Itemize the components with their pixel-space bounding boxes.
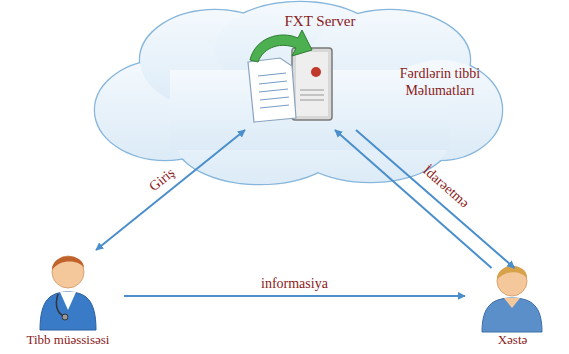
node-text: Fərdlərin tibbi Məlumatları	[385, 66, 495, 100]
patient-icon	[482, 266, 542, 332]
node-text: FXT Server	[260, 12, 380, 30]
arrow-connector	[96, 130, 245, 250]
edge-label: İdarəetmə	[418, 162, 473, 213]
edge-label: informasiya	[259, 276, 330, 291]
arrow-connector	[356, 130, 514, 268]
doctor-icon	[40, 256, 96, 330]
server-icon	[248, 30, 332, 122]
node-text: Xəstə	[465, 332, 560, 348]
cloud	[95, 2, 502, 184]
edge-label: Giriş	[144, 163, 179, 195]
arrow-connector	[124, 295, 465, 297]
server-cloud-node: FXT ServerFərdlərin tibbi Məlumatları	[200, 8, 500, 130]
node-text: Tibb müəssisəsi	[12, 332, 124, 348]
actor-node: Tibb müəssisəsi	[12, 250, 124, 350]
arrow-connector	[335, 130, 492, 268]
actor-node: Xəstə	[465, 268, 560, 350]
